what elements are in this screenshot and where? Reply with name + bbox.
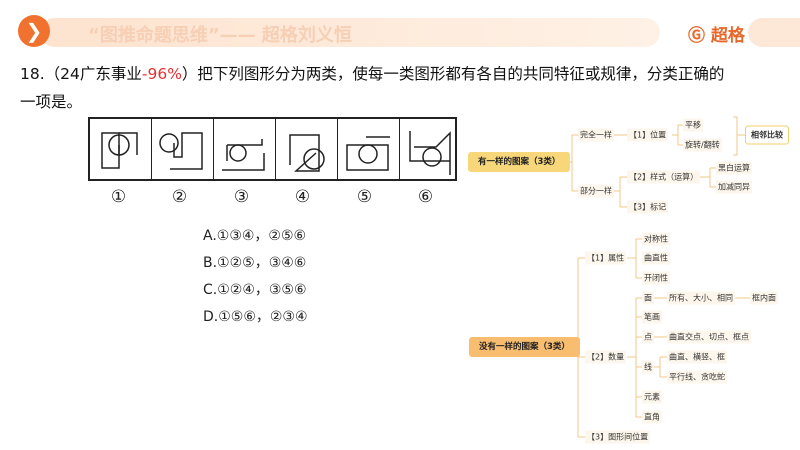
mindmap-node: 点 bbox=[642, 330, 654, 344]
figure-label: ③ bbox=[233, 187, 250, 207]
mindmap-node: 对称性 bbox=[642, 232, 670, 246]
mindmap-node: 【1】位置 bbox=[627, 128, 669, 142]
mindmap-node: 曲直、横竖、框 bbox=[667, 350, 727, 364]
mindmap-node: 直角 bbox=[642, 410, 662, 424]
mindmap-node: 面 bbox=[642, 291, 654, 305]
figure-label: ② bbox=[171, 187, 188, 207]
mindmap-note: 相邻比较 bbox=[745, 125, 789, 145]
figure-strip bbox=[88, 117, 457, 181]
title-banner bbox=[40, 18, 660, 47]
figure-6 bbox=[400, 119, 461, 179]
accuracy-rate: -96% bbox=[141, 65, 182, 83]
mindmap-root-same: 有一样的图案（3类） bbox=[468, 152, 571, 172]
mindmap-node: 线 bbox=[642, 360, 654, 374]
mindmap-node: 开闭性 bbox=[642, 271, 670, 285]
logo-text: 超格 bbox=[710, 26, 745, 46]
logo-banner bbox=[748, 18, 800, 47]
figure-1 bbox=[90, 119, 152, 179]
option-d[interactable]: D.①⑤⑥，②③④ bbox=[203, 309, 308, 325]
question-text: ）把下列图形分为两类，使每一类图形都有各自的共同特征或规律，分类正确的 bbox=[181, 65, 725, 83]
mindmap-node: 笔画 bbox=[642, 310, 662, 324]
mindmap-node: 所有、大小、相同 bbox=[667, 291, 735, 305]
option-a[interactable]: A.①③④，②⑤⑥ bbox=[203, 228, 307, 244]
mindmap-node: 部分一样 bbox=[578, 184, 614, 198]
mindmap-node: 加减同异 bbox=[716, 180, 752, 194]
page-title: “图推命题思维”—— 超格刘义恒 bbox=[88, 25, 352, 46]
option-c[interactable]: C.①②④，③⑤⑥ bbox=[203, 282, 307, 298]
logo: Ⓖ 超格 bbox=[688, 26, 745, 46]
option-b[interactable]: B.①②⑤，③④⑥ bbox=[203, 255, 307, 271]
chevron-right-icon[interactable]: ❯ bbox=[18, 15, 50, 47]
mindmap-node: 【2】样式（运算） bbox=[627, 170, 701, 184]
mindmap-node: 曲直性 bbox=[642, 251, 670, 265]
figure-label: ⑤ bbox=[356, 187, 373, 207]
mindmap-node: 平行线、贪吃蛇 bbox=[667, 370, 727, 384]
mindmap-node: 【3】图形间位置 bbox=[585, 430, 651, 444]
mindmap-node: 【1】属性 bbox=[585, 251, 627, 265]
mindmap-node: 【2】数量 bbox=[585, 350, 627, 364]
figure-label: ⑥ bbox=[417, 187, 434, 207]
mindmap-node: 旋转/翻转 bbox=[683, 138, 722, 152]
question-line-2: 一项是。 bbox=[20, 93, 83, 111]
figure-2 bbox=[152, 119, 214, 179]
mindmap-node: 平移 bbox=[683, 118, 703, 132]
mindmap-node: 黑白运算 bbox=[716, 161, 752, 175]
figure-3 bbox=[214, 119, 276, 179]
mindmap-root-different: 没有一样的图案（3类） bbox=[469, 337, 580, 357]
mindmap-node: 框内面 bbox=[750, 291, 778, 305]
question-line-1: 18.（24广东事业-96%）把下列图形分为两类，使每一类图形都有各自的共同特征… bbox=[20, 62, 724, 84]
mindmap-node: 【3】标记 bbox=[627, 200, 669, 214]
figure-5 bbox=[338, 119, 400, 179]
question-prefix: 18.（24广东事业 bbox=[20, 65, 142, 83]
mindmap-node: 完全一样 bbox=[578, 128, 614, 142]
mindmap-node: 曲直交点、切点、框点 bbox=[667, 330, 751, 344]
figure-label: ① bbox=[110, 187, 127, 207]
figure-4 bbox=[276, 119, 338, 179]
mindmap-node: 元素 bbox=[642, 390, 662, 404]
figure-label: ④ bbox=[294, 187, 311, 207]
